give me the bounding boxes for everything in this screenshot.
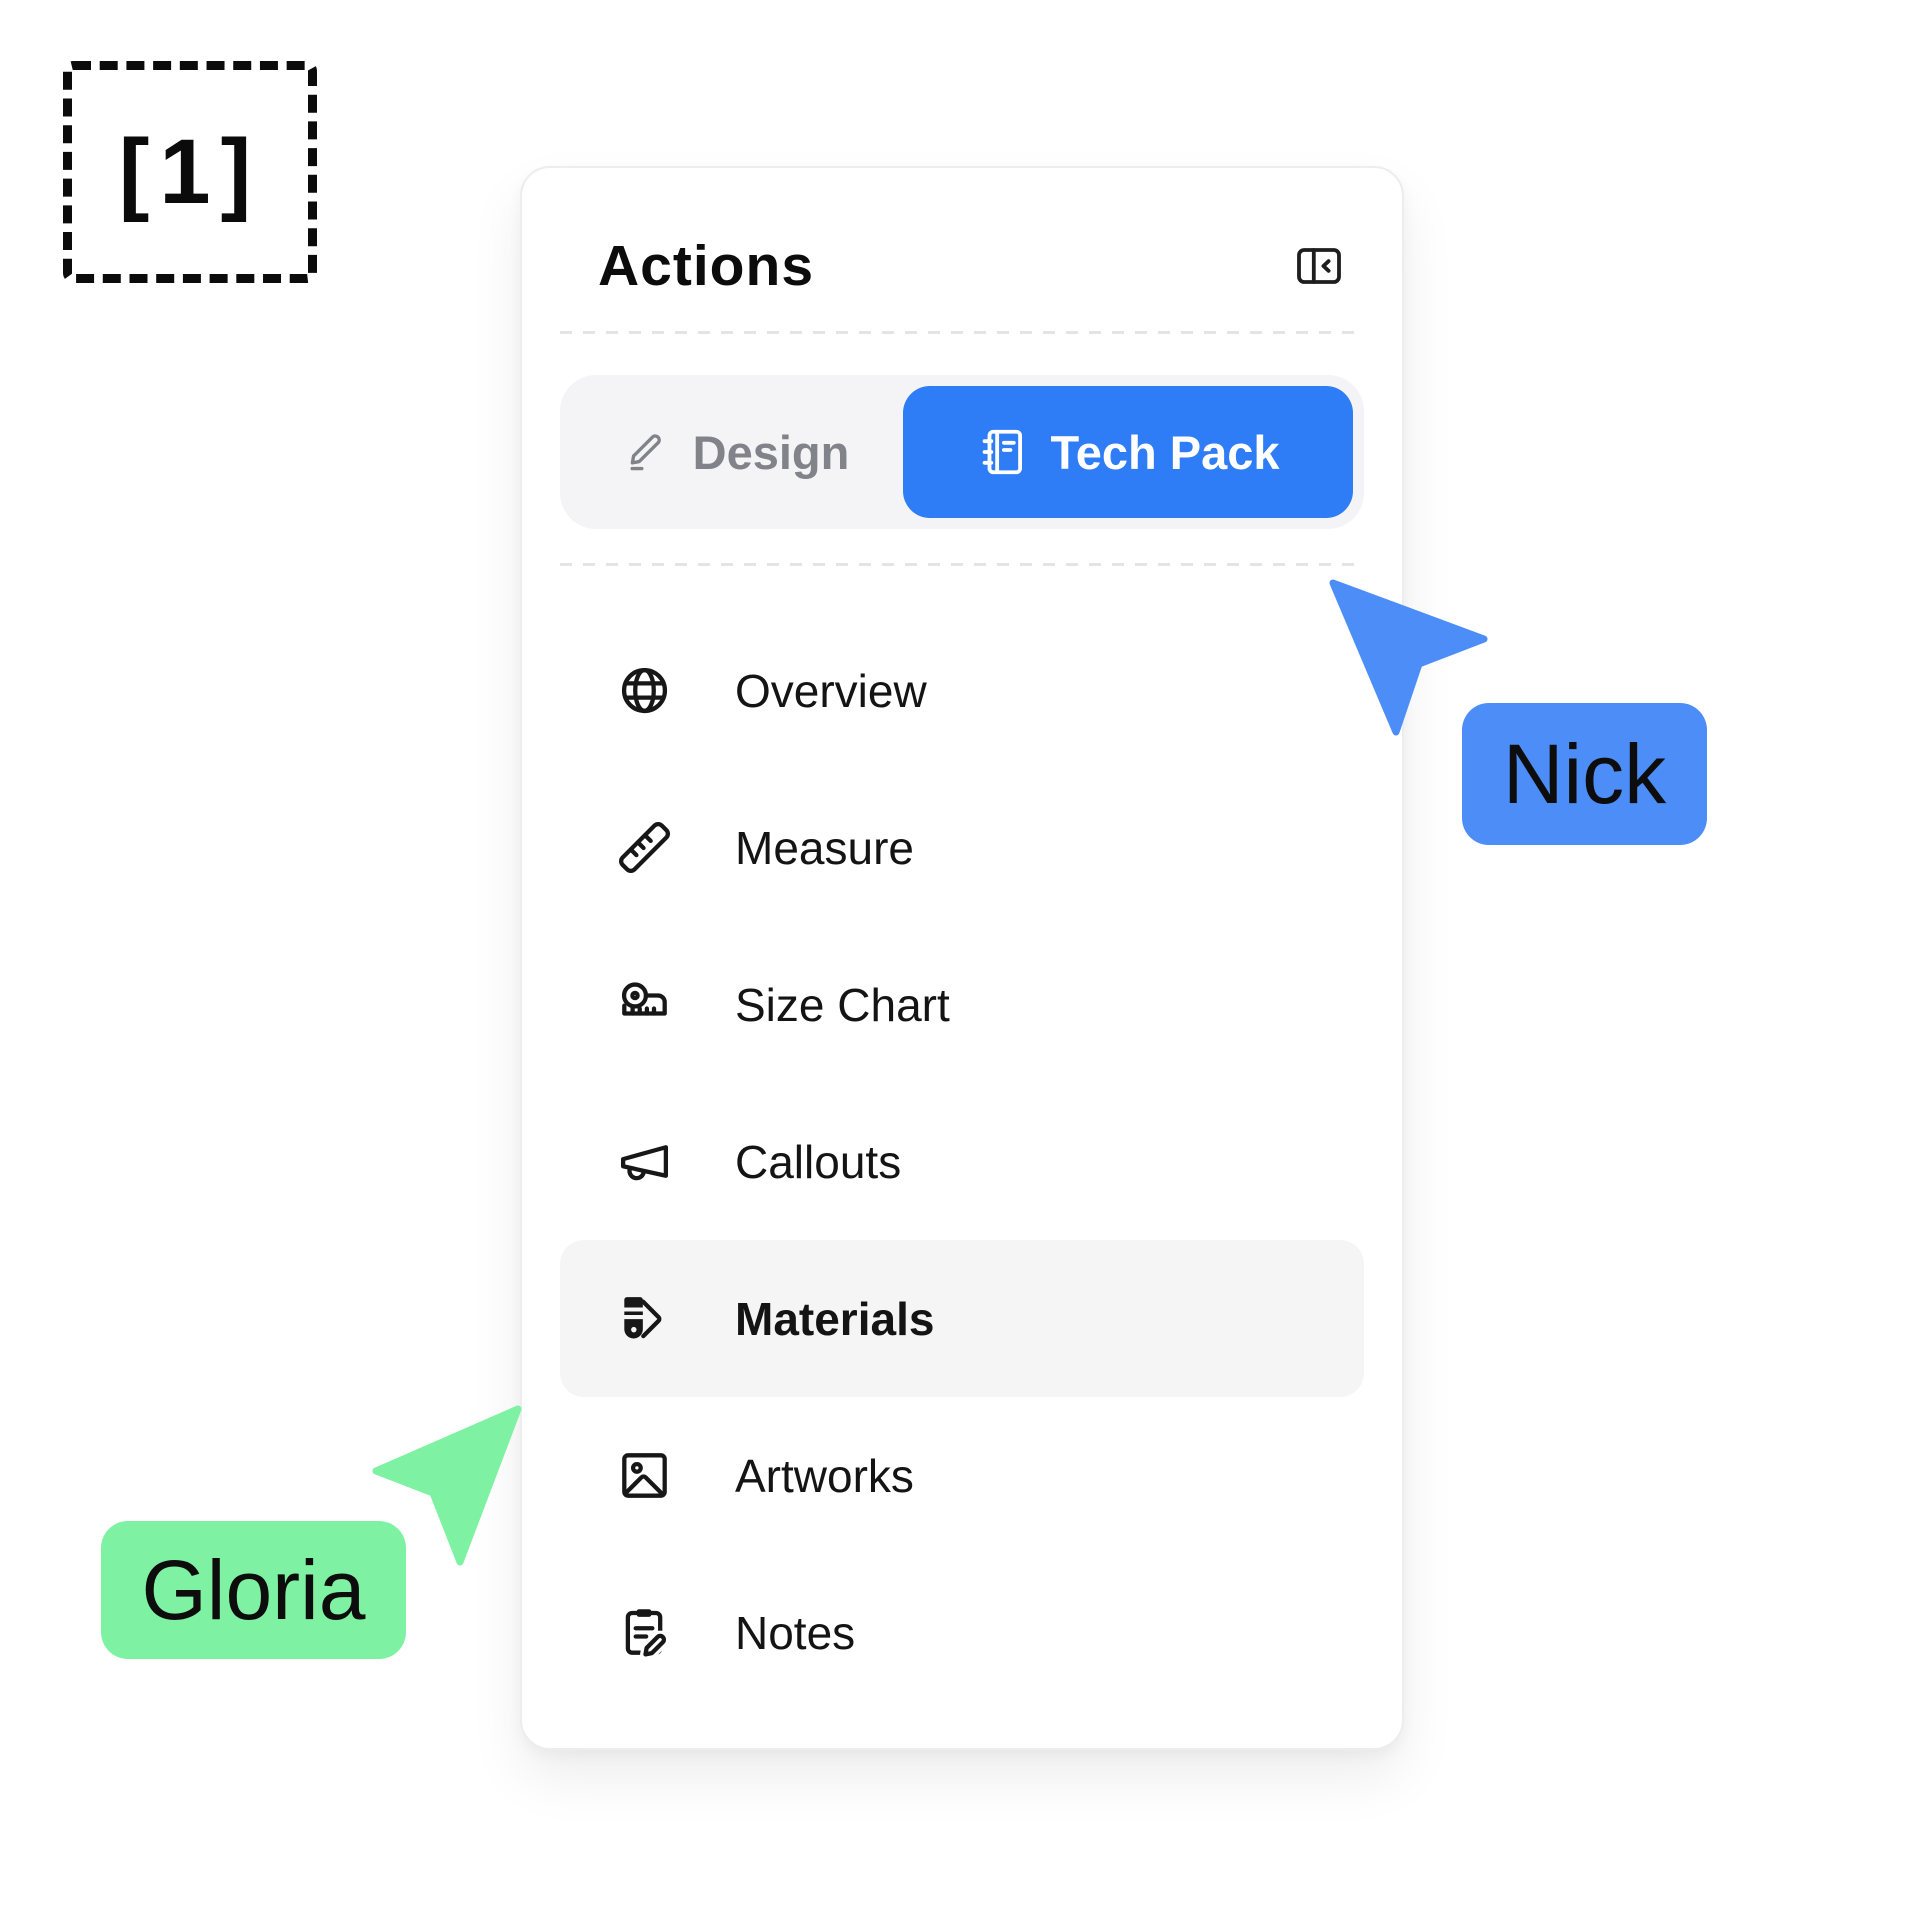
panel-header: Actions — [560, 168, 1364, 331]
menu-item-overview[interactable]: Overview — [560, 612, 1364, 769]
globe-icon — [616, 662, 673, 719]
view-toggle: Design Tech Pack — [560, 375, 1364, 529]
menu-item-label: Callouts — [735, 1135, 902, 1188]
menu-item-size-chart[interactable]: Size Chart — [560, 926, 1364, 1083]
ruler-icon — [616, 819, 673, 876]
notebook-icon — [976, 425, 1030, 479]
menu-item-label: Notes — [735, 1606, 856, 1659]
tech-pack-tab[interactable]: Tech Pack — [903, 386, 1353, 518]
menu-item-materials[interactable]: Materials — [560, 1240, 1364, 1397]
design-tab-label: Design — [692, 425, 850, 479]
gloria-cursor-label: Gloria — [101, 1521, 406, 1659]
pencil-line-icon — [625, 428, 673, 476]
menu-item-measure[interactable]: Measure — [560, 769, 1364, 926]
dashed-divider-bottom — [560, 563, 1364, 566]
menu-item-artworks[interactable]: Artworks — [560, 1397, 1364, 1554]
nick-cursor-label: Nick — [1462, 703, 1707, 845]
reference-marker: [1] — [63, 61, 317, 283]
actions-panel: Actions D — [520, 166, 1404, 1750]
menu-item-notes[interactable]: Notes — [560, 1554, 1364, 1711]
design-tab[interactable]: Design — [571, 386, 903, 518]
panel-collapse-icon — [1293, 243, 1345, 289]
menu-item-label: Size Chart — [735, 978, 950, 1031]
megaphone-icon — [616, 1133, 673, 1190]
menu-item-label: Artworks — [735, 1449, 914, 1502]
collapse-panel-button[interactable] — [1292, 242, 1346, 290]
swatch-book-icon — [616, 1290, 673, 1347]
tape-measure-icon — [616, 976, 673, 1033]
menu-item-label: Overview — [735, 664, 927, 717]
tech-pack-tab-label: Tech Pack — [1050, 425, 1280, 479]
menu-item-label: Materials — [735, 1292, 935, 1345]
clipboard-pen-icon — [616, 1604, 673, 1661]
nick-cursor-icon — [1329, 579, 1488, 736]
panel-title: Actions — [598, 233, 815, 298]
menu-item-label: Measure — [735, 821, 914, 874]
dashed-divider-top — [560, 331, 1364, 334]
gloria-name: Gloria — [141, 1542, 366, 1637]
menu-item-callouts[interactable]: Callouts — [560, 1083, 1364, 1240]
image-icon — [616, 1447, 673, 1504]
nick-name: Nick — [1502, 726, 1667, 821]
actions-menu: Overview Measure — [560, 612, 1364, 1711]
reference-marker-label: [1] — [118, 120, 262, 223]
gloria-cursor-icon — [372, 1405, 522, 1566]
